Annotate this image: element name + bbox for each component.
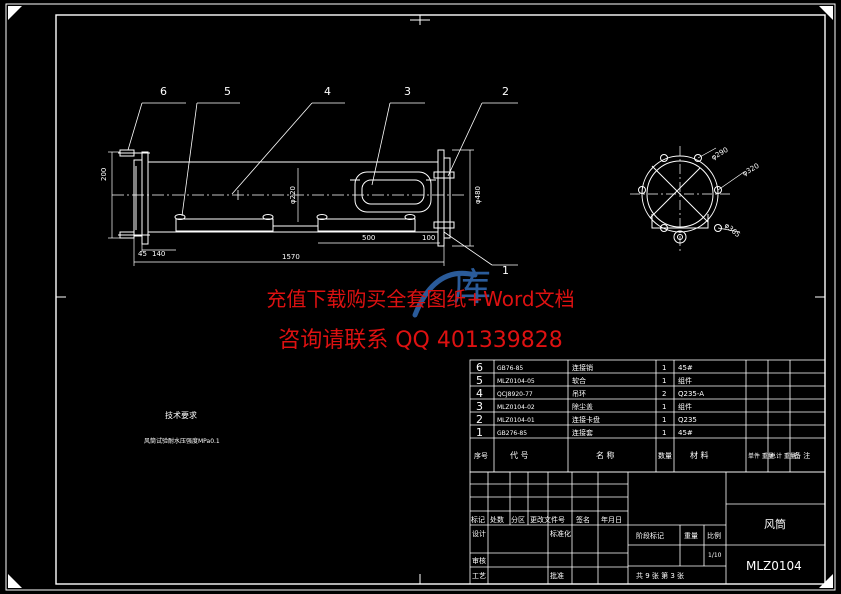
bom-material: Q235-A	[678, 390, 704, 398]
dim-circle-top: φ290	[710, 146, 730, 162]
dim-circle-bottom: φ365	[723, 221, 742, 239]
bom-header-unit-weight: 单件 重量	[748, 452, 774, 460]
dim-dia-480: φ480	[474, 186, 482, 204]
bom-name: 连接销	[572, 363, 593, 372]
label-weight: 重量	[684, 532, 698, 540]
label-standardization: 标准化	[550, 529, 571, 538]
dim-circle-right: φ320	[741, 162, 761, 178]
bom-material: 组件	[678, 402, 692, 411]
title-block-grid	[469, 471, 826, 585]
dim-45: 45	[138, 250, 147, 258]
bom-row: 1 GB276-85 连接套 1 45#	[476, 426, 693, 439]
drawing-number: MLZ0104	[746, 559, 802, 573]
label-stage-mark: 阶段标记	[636, 531, 664, 540]
rev-col-date: 年月日	[601, 515, 622, 524]
bom-qty: 1	[662, 403, 666, 411]
bom-code: MLZ0104-01	[497, 417, 535, 424]
watermark-logo-text: 库	[453, 265, 491, 309]
rev-col-zone: 分区	[511, 515, 525, 524]
tech-req-body: 风筒试验耐水压强度MPa0.1	[144, 437, 220, 445]
scale-value: 1/10	[708, 552, 722, 559]
watermark-line-2: 咨询请联系 QQ 401339828	[278, 328, 563, 353]
bom-code: GB76-85	[497, 365, 523, 372]
end-view-leaders	[697, 147, 745, 233]
callout-4: 4	[324, 85, 331, 98]
bom-qty: 1	[662, 429, 666, 437]
bom-qty: 1	[662, 364, 666, 372]
bom-qty: 1	[662, 416, 666, 424]
bom-no: 3	[476, 400, 483, 413]
corner-marks	[8, 6, 833, 588]
centering-marks	[56, 15, 825, 584]
bom-code: GB276-85	[497, 430, 527, 437]
tech-req-title: 技术要求	[165, 410, 197, 420]
bom-material: Q235	[678, 416, 697, 424]
bom-code: MLZ0104-02	[497, 404, 535, 411]
bom-no: 4	[476, 387, 483, 400]
rev-col-sign: 签名	[576, 515, 590, 524]
watermark-line-1: 充值下载购买全套图纸+Word文档	[266, 287, 575, 311]
bom-name: 吊环	[572, 390, 586, 398]
bom-no: 1	[476, 426, 483, 439]
bom-row: 4 QCJ8920-77 吊环 2 Q235-A	[476, 387, 704, 400]
callout-leaders	[127, 102, 518, 266]
bom-row: 3 MLZ0104-02 除尘盖 1 组件	[476, 400, 692, 413]
bom-header-no: 序号	[474, 451, 488, 460]
sheet-count: 共 9 张 第 3 张	[636, 571, 684, 580]
dim-140: 140	[152, 250, 165, 258]
bom-no: 2	[476, 413, 483, 426]
dim-1570: 1570	[282, 253, 300, 261]
label-design: 设计	[472, 529, 486, 538]
rev-col-count: 处数	[490, 515, 504, 524]
bom-name: 连接套	[572, 428, 593, 437]
bom-material: 45#	[678, 364, 693, 372]
callout-6: 6	[160, 85, 167, 98]
watermark-logo: 库	[412, 265, 491, 318]
bom-header-material: 材 料	[690, 450, 709, 460]
watermark-logo-swoosh	[412, 270, 478, 318]
bom-qty: 1	[662, 377, 666, 385]
bom-no: 6	[476, 361, 483, 374]
callout-5: 5	[224, 85, 231, 98]
bom-row: 6 GB76-85 连接销 1 45#	[476, 361, 693, 374]
bom-qty: 2	[662, 390, 666, 398]
outer-frame	[5, 3, 836, 591]
rev-col-change-doc: 更改文件号	[530, 515, 565, 524]
dim-dia-220: φ220	[289, 186, 297, 204]
end-view-centerlines	[630, 146, 730, 252]
label-process: 工艺	[472, 572, 486, 580]
bom-header-qty: 数量	[658, 451, 672, 460]
rev-col-mark: 标记	[471, 515, 485, 524]
part-name: 风筒	[764, 517, 786, 531]
label-review: 审核	[472, 556, 486, 565]
bom-code: QCJ8920-77	[497, 391, 533, 398]
label-scale: 比例	[707, 531, 721, 540]
bom-row: 5 MLZ0104-05 软合 1 组件	[476, 374, 692, 387]
dimension-lines	[108, 149, 474, 266]
bom-header-note: 备 注	[794, 451, 810, 460]
bom-row: 2 MLZ0104-01 连接卡盘 1 Q235	[476, 413, 697, 426]
dim-200: 200	[100, 168, 108, 181]
callout-1: 1	[502, 264, 509, 277]
bom-grid	[469, 359, 826, 473]
dim-100: 100	[422, 234, 435, 242]
bom-name: 除尘盖	[572, 402, 593, 411]
duct-side-view	[118, 149, 455, 247]
bom-name: 软合	[572, 376, 586, 385]
bom-header-code: 代 号	[510, 450, 529, 460]
bom-header-name: 名 称	[596, 450, 615, 460]
inner-frame	[55, 14, 826, 585]
bom-no: 5	[476, 374, 483, 387]
callout-3: 3	[404, 85, 411, 98]
bom-name: 连接卡盘	[572, 415, 600, 424]
dim-500: 500	[362, 234, 375, 242]
bom-material: 组件	[678, 376, 692, 385]
label-approve: 批准	[550, 571, 564, 580]
bom-header-total-weight: 总计 重量	[770, 452, 796, 460]
bom-material: 45#	[678, 429, 693, 437]
bom-code: MLZ0104-05	[497, 378, 535, 385]
callout-2: 2	[502, 85, 509, 98]
